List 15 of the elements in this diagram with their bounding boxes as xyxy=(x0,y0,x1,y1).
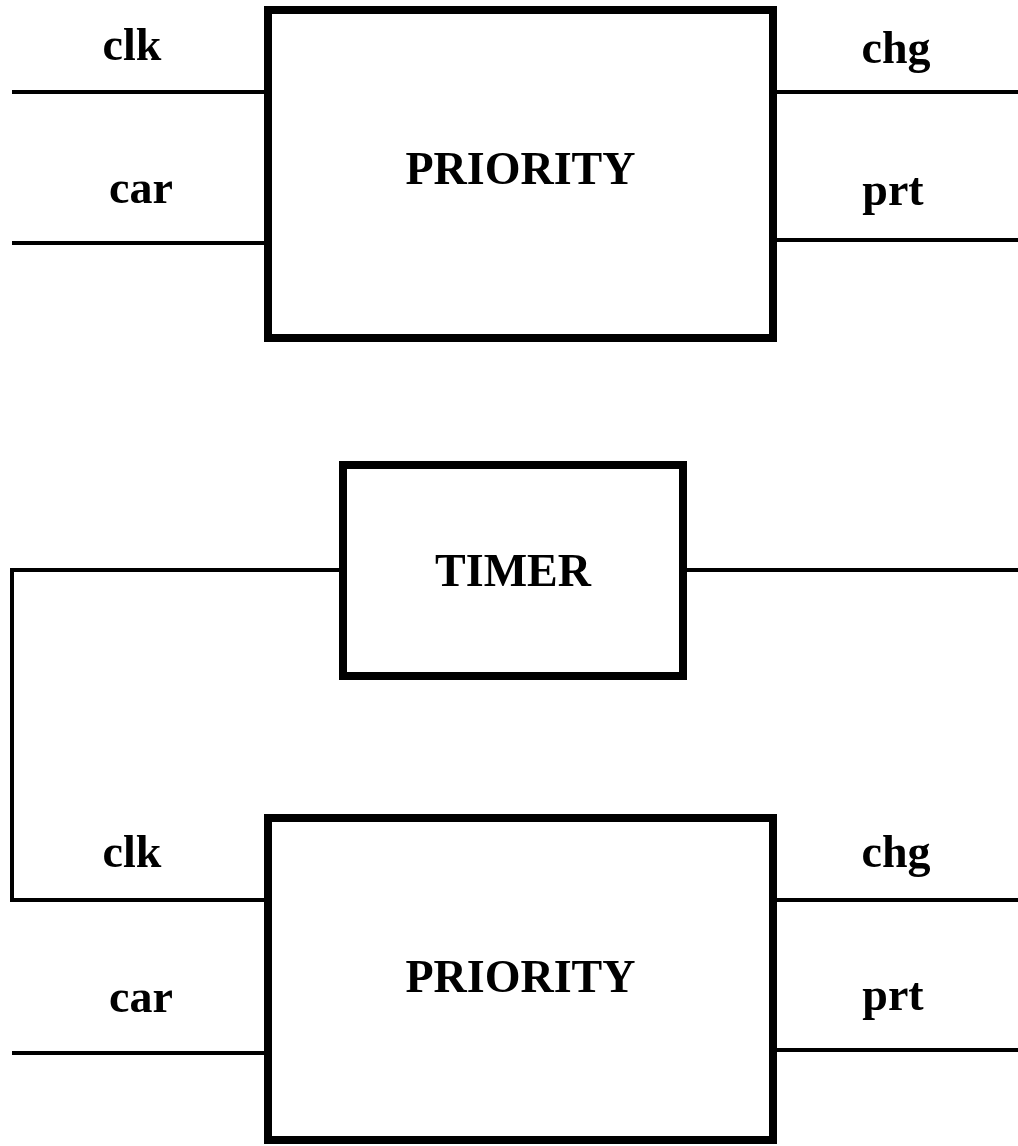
block-title: TIMER xyxy=(435,544,591,597)
connector-line xyxy=(777,238,1018,242)
connector-line xyxy=(10,568,339,902)
connector-line xyxy=(12,90,264,94)
connector-line xyxy=(777,898,1018,902)
block-box xyxy=(264,814,777,1144)
connector-line xyxy=(12,241,264,245)
block-title: PRIORITY xyxy=(405,142,636,195)
connector-line xyxy=(687,568,1018,572)
connector-line xyxy=(12,1051,264,1055)
block-box xyxy=(264,6,777,342)
block-box xyxy=(339,461,687,680)
block-title: PRIORITY xyxy=(405,950,636,1003)
connector-line xyxy=(777,1048,1018,1052)
connector-line xyxy=(777,90,1018,94)
